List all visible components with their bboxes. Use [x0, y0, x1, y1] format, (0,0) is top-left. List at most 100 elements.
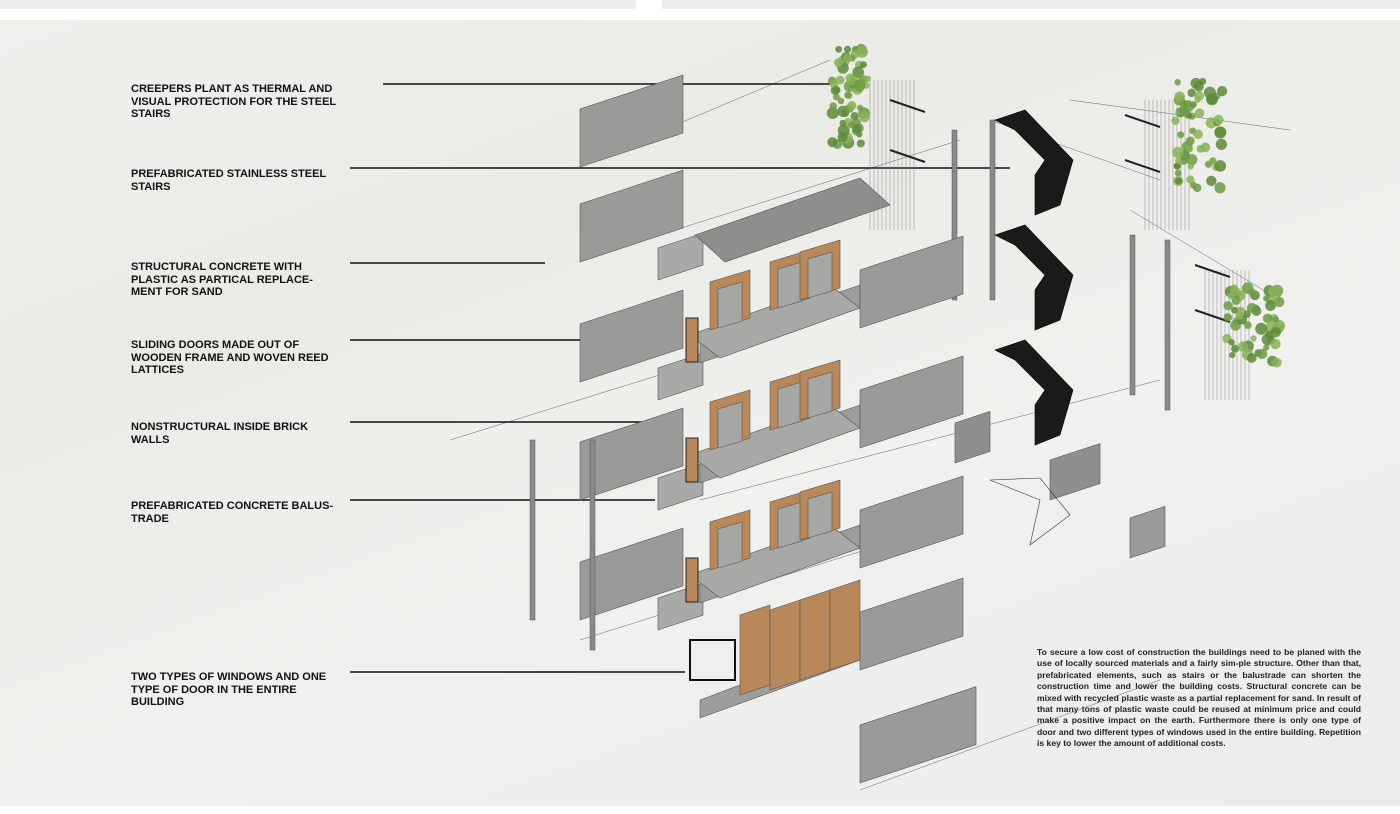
creeper-plant: [1263, 314, 1273, 324]
creeper-plant: [1186, 145, 1193, 152]
creeper-plant: [1272, 358, 1282, 368]
creeper-plant: [1190, 182, 1197, 189]
creeper-plant: [1193, 129, 1203, 139]
creeper-plant: [850, 112, 858, 120]
creeper-plant: [1188, 163, 1194, 169]
creeper-plant: [844, 92, 851, 99]
concrete-wall: [1050, 444, 1100, 501]
door-opening: [808, 252, 832, 298]
concrete-wall: [1130, 506, 1165, 558]
creeper-plant: [1216, 139, 1227, 150]
creeper-plant: [836, 76, 845, 85]
creeper-plant: [1248, 288, 1256, 296]
creeper-plant: [1247, 303, 1257, 313]
concrete-wall: [860, 236, 963, 328]
creeper-plant: [827, 137, 837, 147]
creeper-plant: [1223, 301, 1232, 310]
creeper-plant: [834, 58, 843, 67]
concrete-wall: [860, 356, 963, 448]
concrete-wall: [860, 578, 963, 670]
concrete-column: [1130, 235, 1135, 395]
creeper-plant: [1271, 327, 1281, 337]
creeper-plant: [1175, 177, 1182, 184]
window-frame: [690, 640, 735, 680]
creeper-plant: [832, 86, 840, 94]
creeper-plant: [840, 120, 846, 126]
creeper-plant: [1206, 176, 1216, 186]
door-opening: [808, 492, 832, 538]
door-opening: [718, 282, 742, 328]
creeper-plant: [1175, 170, 1182, 177]
steel-stair: [995, 225, 1073, 330]
concrete-wall: [860, 476, 963, 568]
creeper-plant: [838, 98, 845, 105]
creeper-plant: [847, 101, 856, 110]
door-opening: [778, 502, 802, 548]
creeper-plant: [1194, 81, 1204, 91]
creeper-plant: [1174, 79, 1180, 85]
door-opening: [778, 382, 802, 428]
creeper-plant: [1230, 284, 1238, 292]
concrete-column: [530, 440, 535, 620]
creeper-plant: [1177, 131, 1184, 138]
railing-bar: [890, 100, 925, 112]
concrete-balustrade: [658, 233, 703, 280]
railing-bar: [1125, 160, 1160, 172]
creeper-plant: [1214, 182, 1225, 193]
creeper-plant: [1273, 316, 1279, 322]
creeper-plant: [859, 112, 870, 123]
creeper-plant: [1175, 158, 1181, 164]
concrete-column: [590, 440, 595, 650]
creeper-plant: [838, 132, 848, 142]
steel-stair: [995, 340, 1073, 445]
creeper-plant: [1171, 117, 1179, 125]
creeper-plant: [854, 79, 866, 91]
ground-floor-wall: [770, 600, 800, 690]
railing-bar: [1125, 115, 1160, 127]
creeper-plant: [1255, 323, 1267, 335]
creeper-plant: [1238, 341, 1248, 351]
concrete-wall: [580, 75, 683, 167]
creeper-plant: [1194, 91, 1204, 101]
steel-stair: [995, 110, 1073, 215]
creeper-plant: [856, 46, 868, 58]
ground-floor-wall: [830, 580, 860, 670]
creeper-plant: [1274, 297, 1284, 307]
creeper-plant: [1195, 108, 1205, 118]
creeper-plant: [1215, 160, 1226, 171]
sliding-door: [686, 558, 698, 602]
creeper-plant: [860, 61, 867, 68]
creeper-plant: [1250, 335, 1256, 341]
sliding-door: [686, 438, 698, 482]
creeper-plant: [852, 124, 861, 133]
creeper-plant: [1257, 349, 1267, 359]
creeper-plant: [843, 54, 852, 63]
creeper-plant: [1223, 313, 1231, 321]
door-opening: [718, 402, 742, 448]
creeper-plant: [835, 46, 842, 53]
ground-floor-wall: [800, 590, 830, 680]
creeper-plant: [1235, 312, 1243, 320]
creeper-plant: [829, 102, 837, 110]
creeper-plant: [1263, 295, 1269, 301]
creeper-plant: [865, 76, 871, 82]
concrete-column: [990, 120, 995, 300]
creeper-plant: [1247, 353, 1257, 363]
creeper-plant: [1213, 115, 1223, 125]
creeper-plant: [1179, 107, 1189, 117]
creeper-plant: [1244, 321, 1252, 329]
sliding-door: [686, 318, 698, 362]
creeper-plant: [1228, 292, 1235, 299]
roof-slab: [695, 178, 890, 262]
door-opening: [778, 262, 802, 308]
creeper-plant: [1172, 147, 1183, 158]
creeper-plant: [1272, 286, 1283, 297]
creeper-plant: [1228, 339, 1234, 345]
creeper-plant: [1197, 145, 1205, 153]
creeper-plant: [1174, 163, 1181, 170]
ground-floor-wall: [740, 605, 770, 695]
creeper-plant: [1217, 86, 1227, 96]
creeper-plant: [844, 46, 851, 53]
concrete-column: [1165, 240, 1170, 410]
